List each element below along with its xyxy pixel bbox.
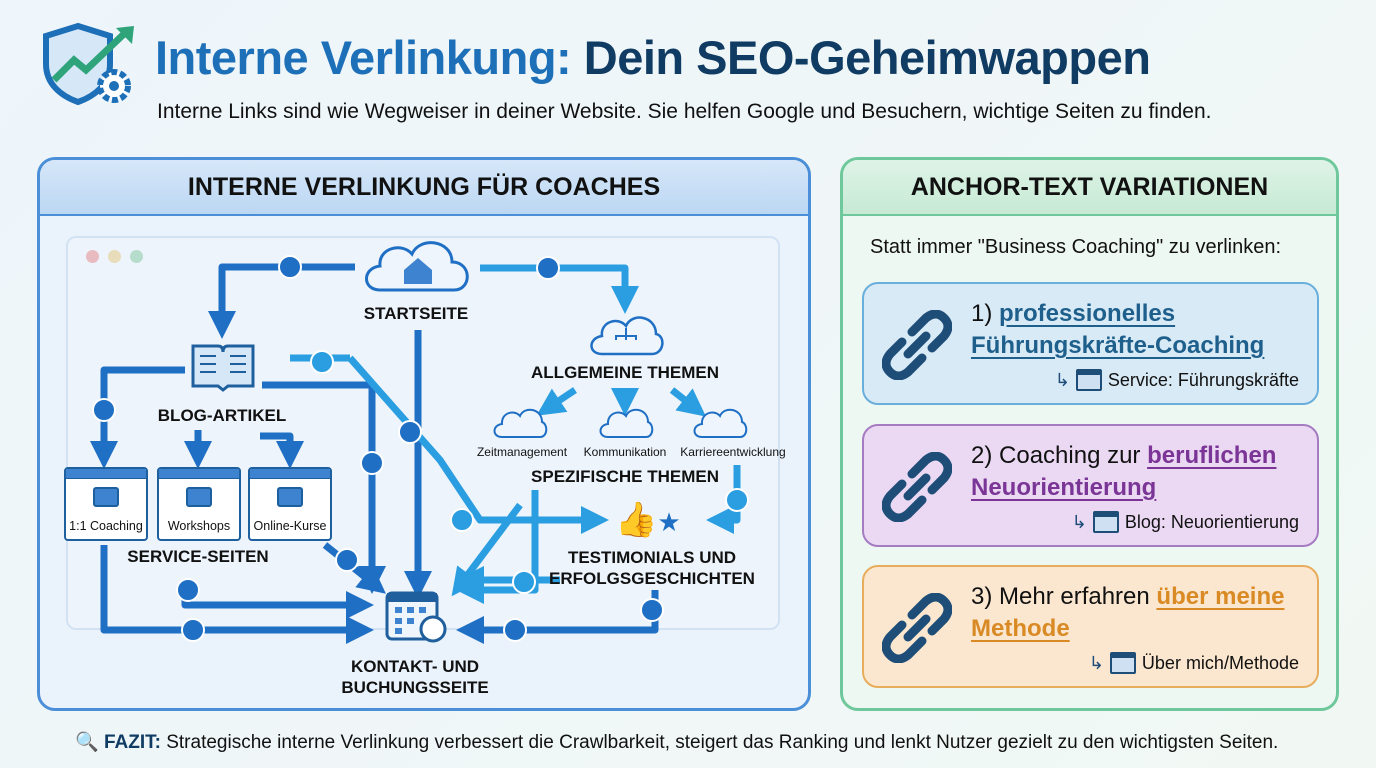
return-arrow-icon: ↳ bbox=[1054, 369, 1070, 390]
book-icon bbox=[188, 340, 258, 399]
anchor-panel-title: ANCHOR-TEXT VARIATIONEN bbox=[843, 160, 1336, 216]
shield-logo-icon bbox=[40, 22, 140, 112]
title-part1: Interne Verlinkung: bbox=[155, 31, 572, 84]
page-title: Interne Verlinkung: Dein SEO-Geheimwappe… bbox=[155, 30, 1151, 85]
return-arrow-icon: ↳ bbox=[1071, 511, 1087, 532]
home-cloud-icon bbox=[360, 232, 476, 299]
sitemap-cloud-icon bbox=[588, 310, 664, 363]
service-label: 1:1 Coaching bbox=[69, 519, 143, 533]
page-icon bbox=[1075, 369, 1102, 391]
title-part2: Dein SEO-Geheimwappen bbox=[583, 31, 1151, 84]
browser-mockup bbox=[66, 236, 780, 630]
time-cloud-icon bbox=[492, 404, 548, 445]
return-arrow-icon: ↳ bbox=[1088, 652, 1104, 673]
page-subtitle: Interne Links sind wie Wegweiser in dein… bbox=[157, 100, 1212, 123]
topic-label: Zeitmanagement bbox=[476, 445, 568, 459]
service-label: Workshops bbox=[167, 519, 231, 533]
node-contact-label-1: KONTAKT- UND bbox=[350, 657, 480, 676]
service-page-workshops: Workshops bbox=[157, 467, 241, 541]
node-specific-label: SPEZIFISCHE THEMEN bbox=[531, 467, 719, 486]
conclusion-label: FAZIT: bbox=[103, 732, 161, 753]
anchor-card-1: 1) professionelles Führungskräfte-Coachi… bbox=[862, 282, 1319, 405]
anchor-text: über meine Methode bbox=[971, 583, 1285, 642]
service-page-coaching: 1:1 Coaching bbox=[64, 467, 148, 541]
briefcase-icon bbox=[277, 487, 303, 507]
conclusion-text: Strategische interne Verlinkung verbesse… bbox=[160, 732, 1279, 753]
chain-link-icon bbox=[881, 592, 953, 668]
anchor-card-3: 3) Mehr erfahren über meine Methode ↳ Übe… bbox=[862, 565, 1319, 688]
anchor-text: professionelles Führungskräfte-Coaching bbox=[971, 300, 1265, 359]
chat-cloud-icon bbox=[598, 404, 654, 445]
anchor-prefix: 1) bbox=[971, 300, 1000, 327]
topic-label: Karriereentwicklung bbox=[680, 445, 786, 459]
node-home-label: STARTSEITE bbox=[363, 304, 469, 323]
node-general-label: ALLGEMEINE THEMEN bbox=[531, 363, 719, 382]
linking-panel-title: INTERNE VERLINKUNG FÜR COACHES bbox=[40, 160, 808, 216]
node-testimonials-label-2: ERFOLGSGESCHICHTEN bbox=[549, 569, 755, 588]
service-label: Online-Kurse bbox=[253, 519, 327, 533]
node-contact-label-2: BUCHUNGSSEITE bbox=[341, 678, 489, 697]
anchor-prefix: 2) Coaching zur bbox=[971, 442, 1148, 469]
page-icon bbox=[1109, 652, 1136, 674]
calendar-phone-icon bbox=[383, 585, 449, 648]
anchor-target: Blog: Neuorientierung bbox=[1124, 511, 1299, 532]
anchor-card-2: 2) Coaching zur beruflichen Neuorientier… bbox=[862, 424, 1319, 547]
anchor-intro: Statt immer "Business Coaching" zu verli… bbox=[870, 236, 1282, 258]
briefcase-icon bbox=[186, 487, 212, 507]
anchor-target: Über mich/Methode bbox=[1141, 652, 1299, 673]
chain-link-icon bbox=[881, 451, 953, 527]
anchor-text: beruflichen Neuorientierung bbox=[971, 442, 1277, 501]
node-blog-label: BLOG-ARTIKEL bbox=[157, 406, 287, 425]
page-icon bbox=[1092, 511, 1119, 533]
chain-link-icon bbox=[881, 309, 953, 385]
thumbs-up-star-icon: 👍★ bbox=[615, 501, 681, 539]
topic-label: Kommunikation bbox=[583, 445, 667, 459]
magnifier-icon: 🔍 bbox=[75, 732, 99, 753]
anchor-prefix: 3) Mehr erfahren bbox=[971, 583, 1157, 610]
conclusion: 🔍 FAZIT: Strategische interne Verlinkung… bbox=[75, 730, 1278, 754]
anchor-target: Service: Führungskräfte bbox=[1107, 369, 1299, 390]
career-cloud-icon bbox=[692, 404, 748, 445]
node-services-label: SERVICE-SEITEN bbox=[127, 547, 269, 566]
service-page-online-courses: Online-Kurse bbox=[248, 467, 332, 541]
briefcase-icon bbox=[93, 487, 119, 507]
node-testimonials-label-1: TESTIMONIALS UND bbox=[567, 548, 737, 567]
